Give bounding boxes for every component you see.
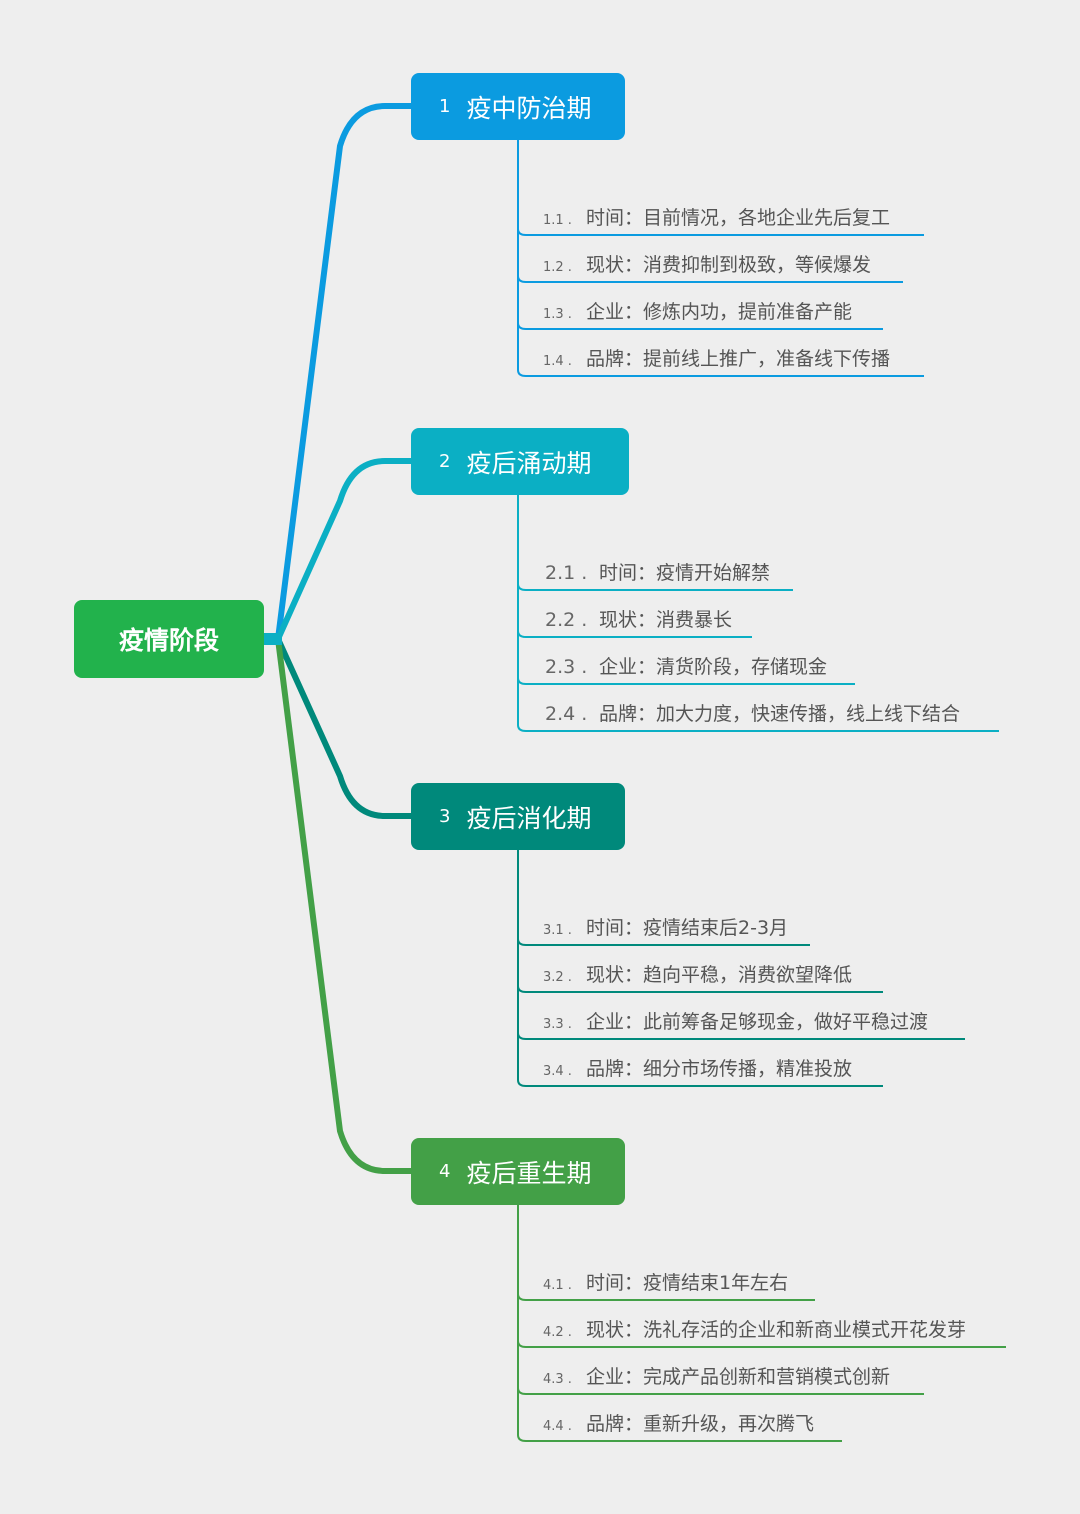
item-number: 3.4 . <box>543 1064 572 1079</box>
item-number: 2.1 . <box>545 562 588 584</box>
item-text: 品牌：重新升级，再次腾飞 <box>586 1413 815 1435</box>
branch-node-1[interactable]: 1 疫中防治期 <box>411 73 625 140</box>
item-number: 2.4 . <box>545 703 588 725</box>
item-text: 现状：洗礼存活的企业和新商业模式开花发芽 <box>586 1319 967 1341</box>
item-text: 现状：趋向平稳，消费欲望降低 <box>586 964 853 986</box>
item-underline <box>517 850 883 1087</box>
item-text: 品牌：加大力度，快速传播，线上线下结合 <box>599 703 961 725</box>
item-number: 1.2 . <box>543 260 572 275</box>
branch-connector <box>275 636 414 819</box>
item-number: 3.3 . <box>543 1017 572 1032</box>
item-underline <box>517 140 924 377</box>
item-text: 时间：疫情结束后2-3月 <box>586 917 789 939</box>
item-number: 1.1 . <box>543 213 572 228</box>
list-item[interactable]: 2.3 . 企业：清货阶段，存储现金 <box>545 652 827 682</box>
item-number: 4.4 . <box>543 1419 572 1434</box>
branch-node-4[interactable]: 4 疫后重生期 <box>411 1138 625 1205</box>
list-item[interactable]: 3.4 . 品牌：细分市场传播，精准投放 <box>543 1054 852 1084</box>
root-connector <box>264 633 282 645</box>
list-item[interactable]: 1.1 . 时间：目前情况，各地企业先后复工 <box>543 203 890 233</box>
branch-label: 疫后消化期 <box>466 803 592 833</box>
item-number: 3.2 . <box>543 970 572 985</box>
list-item[interactable]: 4.1 . 时间：疫情结束1年左右 <box>543 1268 788 1298</box>
branch-number: 2 <box>439 451 451 472</box>
item-number: 4.2 . <box>543 1325 572 1340</box>
branch-label: 疫中防治期 <box>466 93 592 123</box>
branch-number: 3 <box>439 806 451 827</box>
list-item[interactable]: 2.4 . 品牌：加大力度，快速传播，线上线下结合 <box>545 699 960 729</box>
item-number: 2.3 . <box>545 656 588 678</box>
branch-connector <box>275 636 414 1174</box>
list-item[interactable]: 4.3 . 企业：完成产品创新和营销模式创新 <box>543 1362 890 1392</box>
item-text: 时间：目前情况，各地企业先后复工 <box>586 207 891 229</box>
list-item[interactable]: 4.4 . 品牌：重新升级，再次腾飞 <box>543 1409 814 1439</box>
root-node[interactable]: 疫情阶段 <box>74 600 264 678</box>
list-item[interactable]: 1.3 . 企业：修炼内功，提前准备产能 <box>543 297 852 327</box>
branch-connector <box>275 458 414 642</box>
item-number: 3.1 . <box>543 923 572 938</box>
branch-label: 疫后重生期 <box>466 1158 592 1188</box>
item-text: 企业：清货阶段，存储现金 <box>599 656 828 678</box>
item-text: 品牌：细分市场传播，精准投放 <box>586 1058 853 1080</box>
item-text: 现状：消费暴长 <box>599 609 733 631</box>
list-item[interactable]: 2.1 . 时间：疫情开始解禁 <box>545 558 770 588</box>
list-item[interactable]: 1.2 . 现状：消费抑制到极致，等候爆发 <box>543 250 871 280</box>
item-number: 2.2 . <box>545 609 588 631</box>
list-item[interactable]: 3.1 . 时间：疫情结束后2-3月 <box>543 913 788 943</box>
branch-node-2[interactable]: 2 疫后涌动期 <box>411 428 629 495</box>
root-label: 疫情阶段 <box>118 626 219 655</box>
list-item[interactable]: 2.2 . 现状：消费暴长 <box>545 605 732 635</box>
branch-connector <box>275 103 414 642</box>
item-text: 现状：消费抑制到极致，等候爆发 <box>586 254 872 276</box>
item-number: 1.3 . <box>543 307 572 322</box>
item-text: 企业：此前筹备足够现金，做好平稳过渡 <box>586 1011 929 1033</box>
branch-label: 疫后涌动期 <box>466 448 592 478</box>
list-item[interactable]: 4.2 . 现状：洗礼存活的企业和新商业模式开花发芽 <box>543 1315 966 1345</box>
item-underline <box>517 1205 842 1442</box>
list-item[interactable]: 3.2 . 现状：趋向平稳，消费欲望降低 <box>543 960 852 990</box>
list-item[interactable]: 1.4 . 品牌：提前线上推广，准备线下传播 <box>543 344 890 374</box>
item-text: 时间：疫情结束1年左右 <box>586 1272 789 1294</box>
item-text: 时间：疫情开始解禁 <box>599 562 771 584</box>
item-text: 企业：完成产品创新和营销模式创新 <box>586 1366 891 1388</box>
item-number: 4.3 . <box>543 1372 572 1387</box>
item-number: 4.1 . <box>543 1278 572 1293</box>
list-item[interactable]: 3.3 . 企业：此前筹备足够现金，做好平稳过渡 <box>543 1007 928 1037</box>
branch-number: 1 <box>439 96 451 117</box>
branch-node-3[interactable]: 3 疫后消化期 <box>411 783 625 850</box>
branch-number: 4 <box>439 1161 451 1182</box>
item-text: 企业：修炼内功，提前准备产能 <box>586 301 853 323</box>
item-text: 品牌：提前线上推广，准备线下传播 <box>586 348 891 370</box>
item-underline <box>517 495 999 732</box>
item-number: 1.4 . <box>543 354 572 369</box>
